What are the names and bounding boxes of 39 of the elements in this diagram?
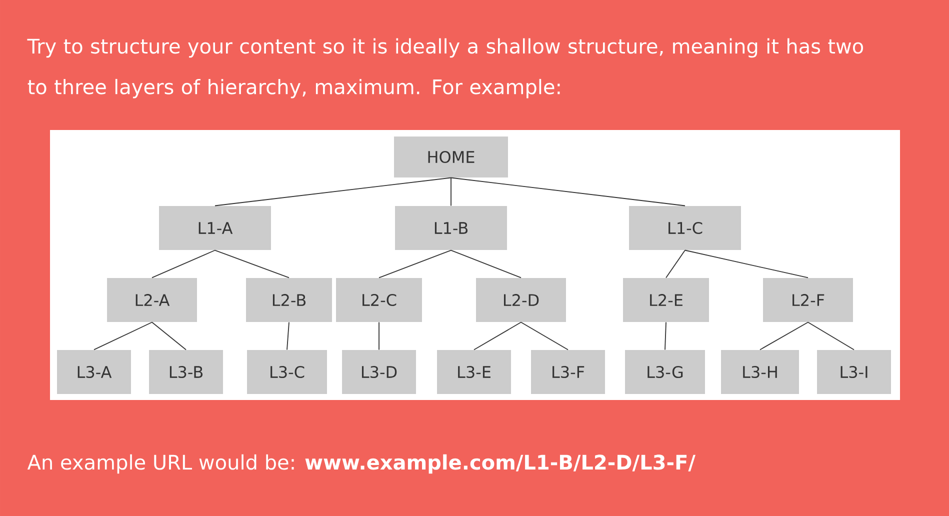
intro-text: Try to structure your content so it is ideally a shallow structure, meaning it has two to three layers of hierarchy, maximum. For example: (27, 38, 864, 98)
connector-line (378, 250, 452, 278)
connector-line (94, 322, 152, 350)
page-box: L3-A (57, 350, 131, 394)
page-box: L2-E (623, 278, 709, 322)
page-box: L3-I (817, 350, 891, 394)
connector-line (520, 322, 568, 350)
connector-line (664, 322, 666, 350)
connector-line (474, 322, 522, 350)
connector-line (214, 177, 452, 206)
page-box: L2-C (336, 278, 422, 322)
page-box: L3-H (721, 350, 799, 394)
connector-line (214, 250, 290, 278)
page-box: L1-A (159, 206, 271, 250)
connector-line (808, 322, 854, 350)
connector-line (152, 250, 216, 278)
page-box: L1-C (629, 206, 741, 250)
url-example-text: An example URL would be: www.example.com/L1-B/L2-D/L3-F/ (27, 454, 696, 474)
page-box: L3-C (247, 350, 327, 394)
connector-line (286, 322, 290, 350)
page-box: L3-G (625, 350, 705, 394)
connector-line (378, 322, 380, 350)
page-box: L3-B (149, 350, 223, 394)
page-box: L1-B (395, 206, 507, 250)
page-box: L2-D (476, 278, 566, 322)
connector-line (152, 322, 186, 350)
page-box: L2-A (107, 278, 197, 322)
connector-line (684, 250, 808, 278)
page-box: L3-F (531, 350, 605, 394)
connector-line (450, 250, 522, 278)
page-box: HOME (394, 136, 508, 178)
connector-line (760, 322, 808, 350)
page-box: L2-F (763, 278, 853, 322)
page-box: L2-B (246, 278, 332, 322)
page-box: L3-D (342, 350, 416, 394)
connector-line (666, 250, 686, 278)
connector-line (450, 177, 452, 206)
connector-line (450, 177, 686, 206)
page-box: L3-E (437, 350, 511, 394)
